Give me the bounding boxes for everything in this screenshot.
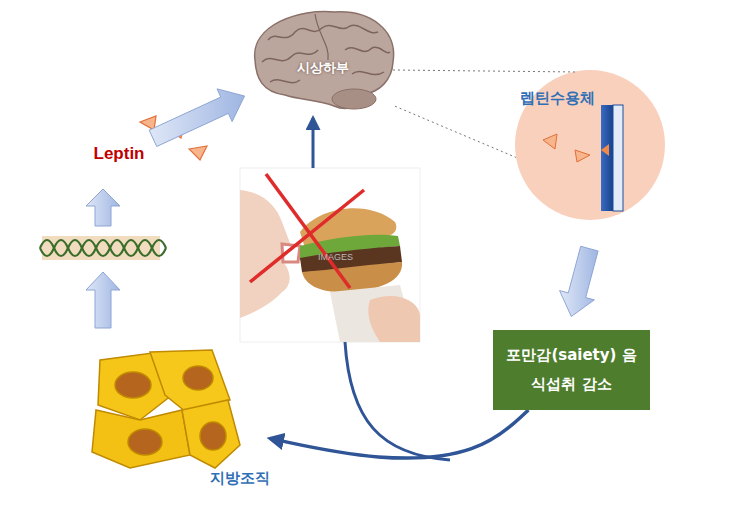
hand xyxy=(368,296,420,342)
flow-arrow xyxy=(149,89,244,147)
flow-arrow xyxy=(270,410,528,458)
zoom-line xyxy=(393,70,578,72)
cell-nucleus xyxy=(183,366,213,390)
cell-nucleus xyxy=(200,422,226,450)
flow-arrow xyxy=(86,189,120,226)
node-text: 시상하부 xyxy=(297,59,349,77)
cell-nucleus xyxy=(115,372,151,398)
brain-gyrus xyxy=(262,47,390,62)
watermark-text: IMAGES xyxy=(318,252,353,262)
cross-mark xyxy=(250,190,364,282)
membrane-bar xyxy=(613,105,623,211)
feedback-line xyxy=(345,342,450,460)
cross-mark xyxy=(266,174,350,288)
node-text: 렙틴수용체 xyxy=(520,89,595,108)
hormone-label: Leptin xyxy=(78,140,160,168)
node-text: 지방조직 xyxy=(210,469,270,488)
receptor-zoom: 렙틴수용체 xyxy=(515,70,665,220)
brain-region: 시상하부 xyxy=(250,10,395,110)
receptor-site xyxy=(601,144,609,156)
outcome-box: 포만감(saiety) 음식섭취 감소 xyxy=(493,330,650,410)
dna-illustration xyxy=(40,236,166,260)
brain-shape xyxy=(255,11,394,108)
dna-strand xyxy=(40,240,166,256)
photo-frame xyxy=(240,168,420,342)
dna-strand xyxy=(40,240,166,256)
node-text: 포만감(saiety) 음식섭취 감소 xyxy=(505,341,638,399)
fat-cell xyxy=(92,410,190,468)
zoom-connector xyxy=(395,106,516,157)
zoom-circle xyxy=(515,70,665,220)
brain-illustration xyxy=(255,11,394,109)
leptin-triangle xyxy=(543,134,557,149)
burger-photo xyxy=(240,168,420,342)
adipose-tissue: 지방조직 xyxy=(75,345,270,490)
flow-arrow xyxy=(86,272,120,328)
cerebellum xyxy=(332,89,376,109)
leptin-triangle xyxy=(189,146,207,160)
flow-arrow xyxy=(560,246,599,316)
fat-cells xyxy=(92,350,240,468)
receptor-bar xyxy=(601,105,613,211)
brain-gyrus xyxy=(315,14,328,60)
feedback-line xyxy=(312,118,315,168)
cell-nucleus xyxy=(128,429,162,455)
leptin-triangle xyxy=(575,150,590,162)
node-text: Leptin xyxy=(94,144,145,164)
fat-cell xyxy=(182,400,240,468)
